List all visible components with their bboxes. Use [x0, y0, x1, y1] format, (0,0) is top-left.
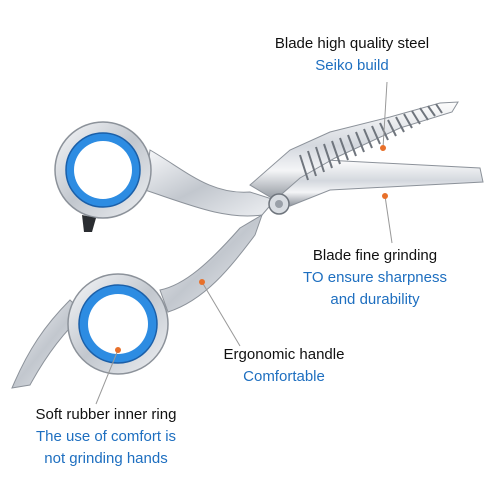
callout-ergonomic-handle: Ergonomic handle Comfortable: [194, 344, 374, 388]
callout-lines: [95, 81, 393, 405]
callout-ring-title: Soft rubber inner ring: [35, 406, 177, 423]
lower-ring-hole: [88, 294, 148, 354]
callout-grinding-subtitle-line2: and durability: [330, 291, 420, 308]
callout-ring-subtitle-line1: The use of comfort is: [35, 428, 177, 445]
callout-ring-subtitle-line2: not grinding hands: [44, 450, 168, 467]
callout-handle-subtitle: Comfortable: [243, 368, 325, 385]
callout-line-blade: [382, 81, 388, 149]
finger-rest-tip: [82, 215, 96, 232]
callout-line-handle: [201, 281, 241, 347]
callout-handle-title: Ergonomic handle: [223, 346, 345, 363]
callout-blade-grinding: Blade fine grinding TO ensure sharpness …: [280, 245, 470, 311]
callout-dot-grinding: [382, 193, 388, 199]
callout-rubber-ring: Soft rubber inner ring The use of comfor…: [6, 404, 206, 470]
pivot-screw-center: [275, 200, 283, 208]
upper-ring-hole: [74, 141, 132, 199]
callout-grinding-title: Blade fine grinding: [312, 247, 438, 264]
callout-dot-handle: [199, 279, 205, 285]
callout-blade-subtitle: Seiko build: [315, 57, 389, 74]
lower-handle-arm: [159, 213, 263, 313]
callout-dots: [115, 145, 388, 353]
callout-grinding-subtitle-line1: TO ensure sharpness: [303, 269, 447, 286]
callout-dot-ring: [115, 347, 121, 353]
callout-blade-title: Blade high quality steel: [274, 35, 430, 52]
callout-line-ring: [95, 349, 119, 405]
callout-blade-steel: Blade high quality steel Seiko build: [262, 33, 442, 77]
comb-blade: [249, 101, 459, 201]
callout-dot-blade: [380, 145, 386, 151]
callout-line-grinding: [384, 195, 393, 244]
